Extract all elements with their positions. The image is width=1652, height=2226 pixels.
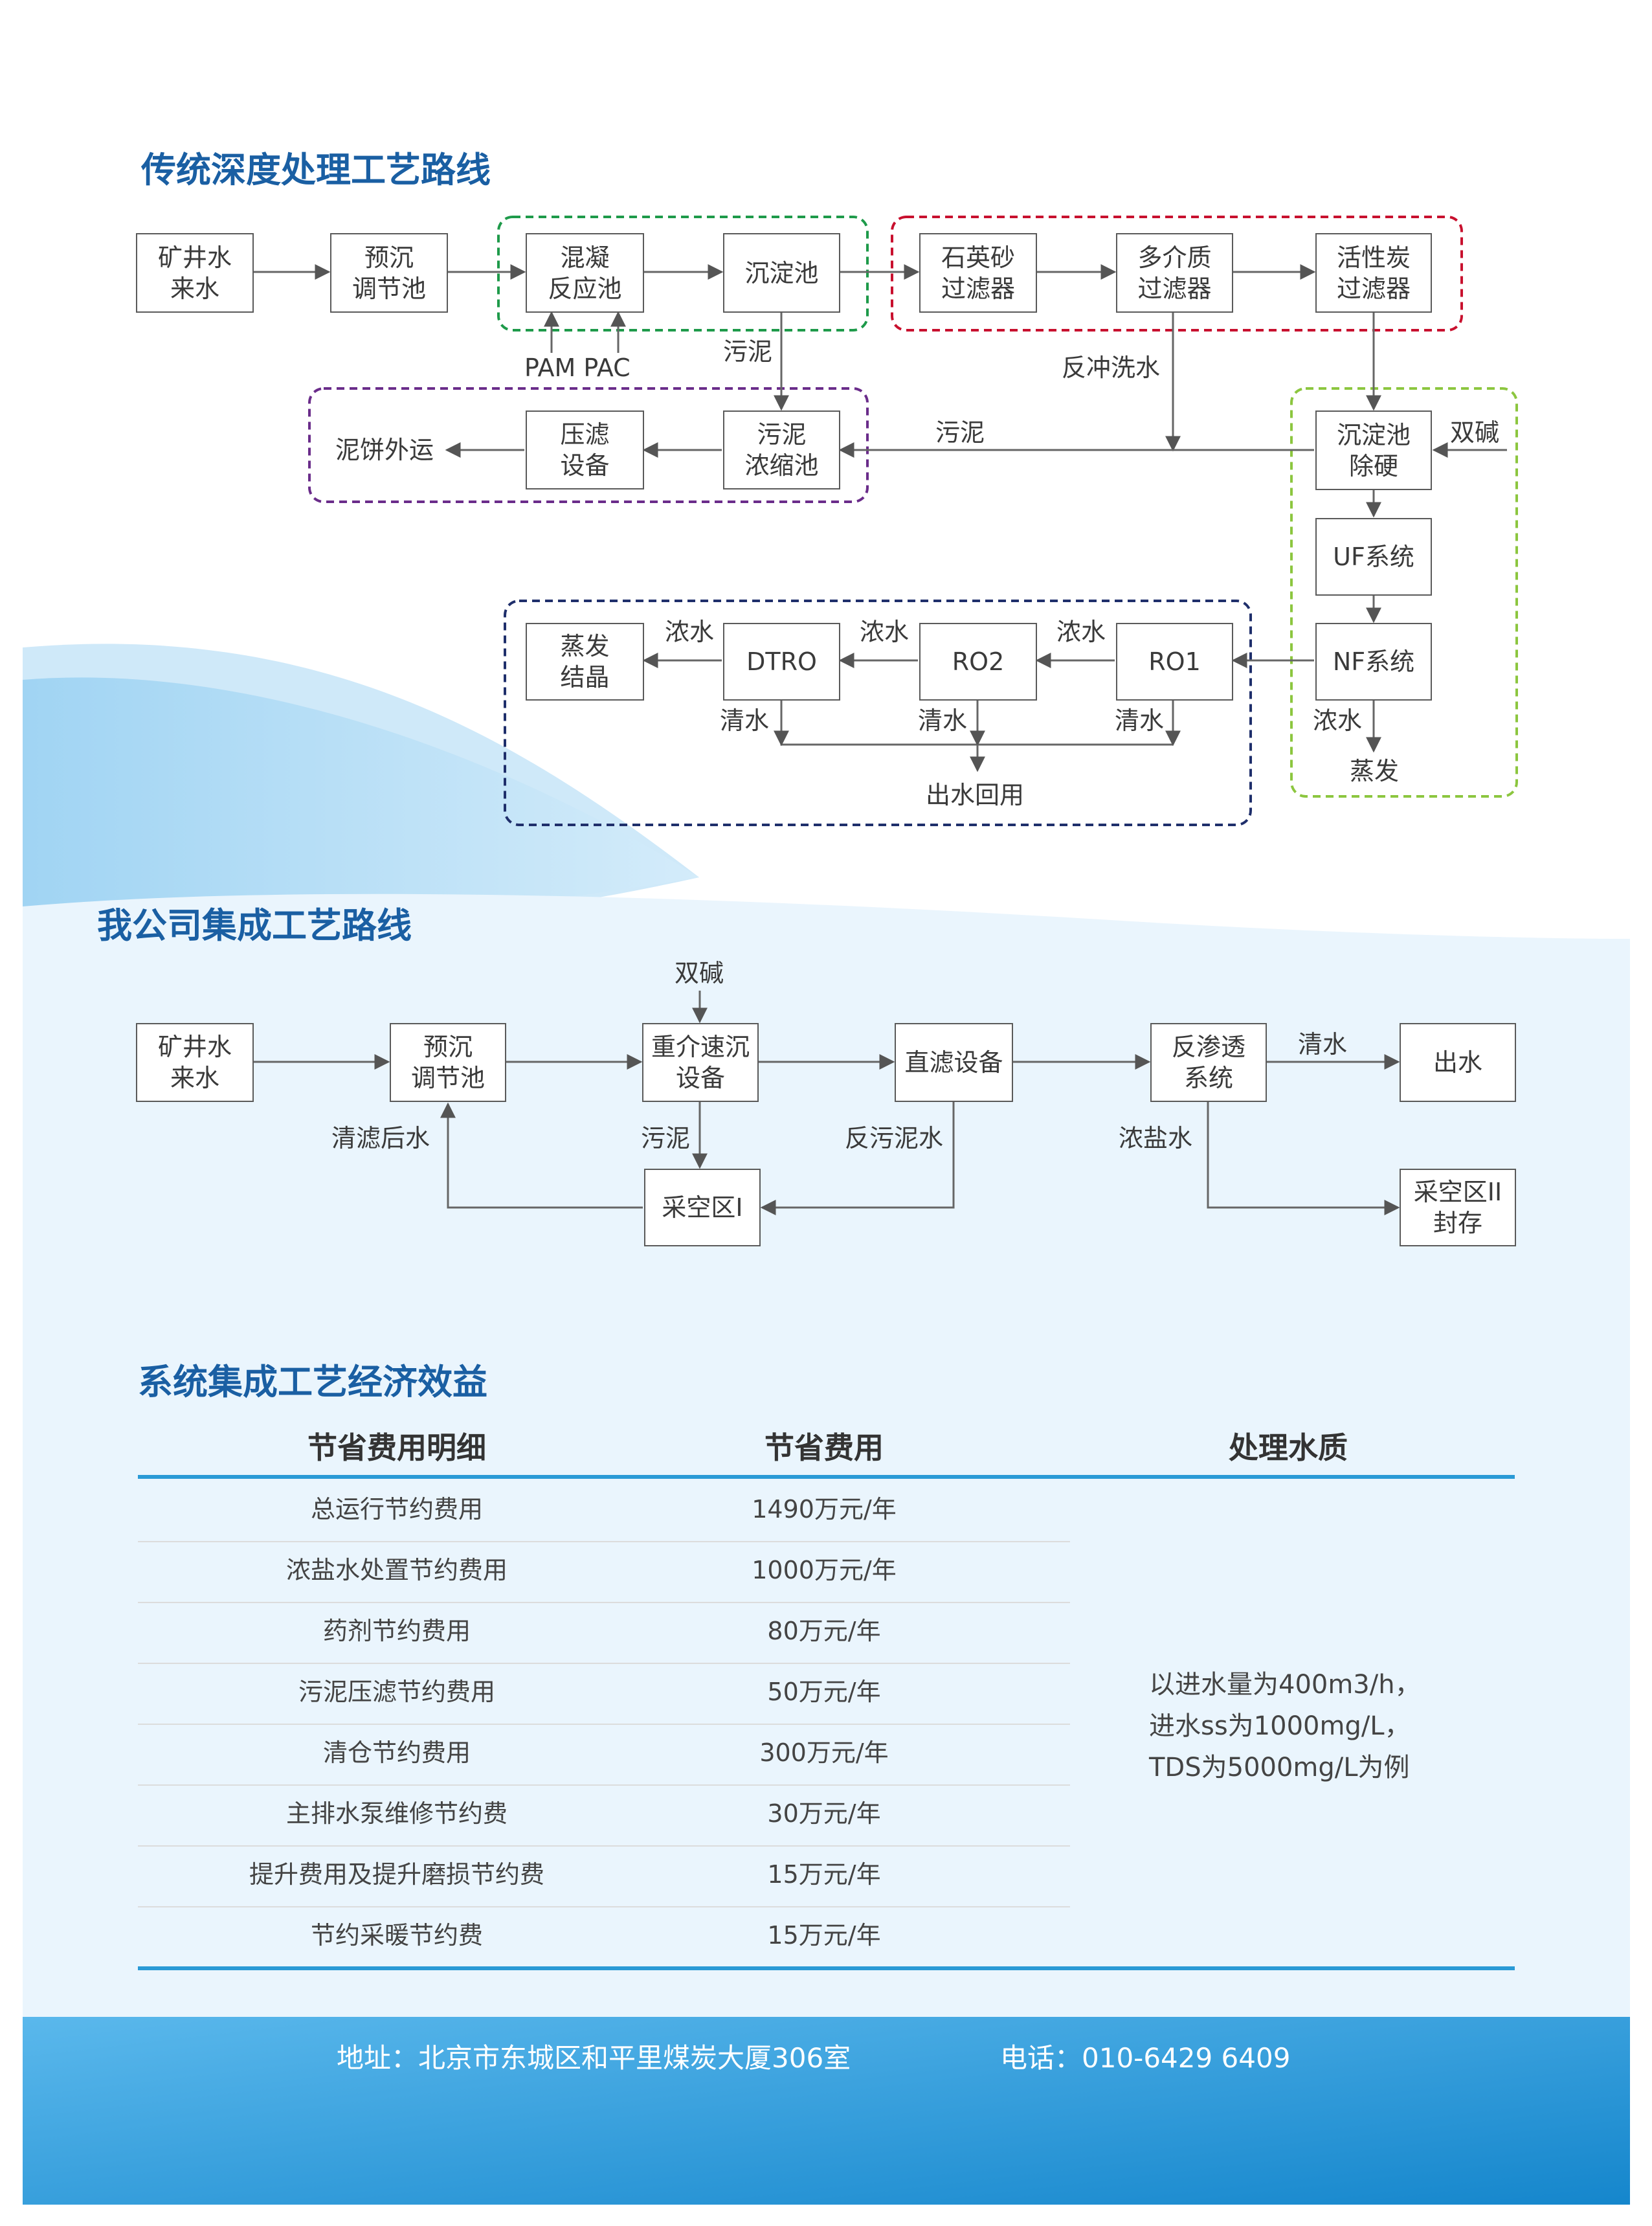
backwash-label: 反冲洗水 bbox=[1062, 354, 1161, 382]
concentrate-label-1: 浓水 bbox=[665, 618, 715, 646]
settling-tank-box: 沉淀池 bbox=[723, 233, 840, 313]
ro1-box: RO1 bbox=[1116, 623, 1233, 701]
reverse-osmosis-box: 反渗透 系统 bbox=[1150, 1023, 1267, 1102]
filtrate-label: 清滤后水 bbox=[331, 1124, 430, 1152]
outlet-water-box: 出水 bbox=[1400, 1023, 1516, 1102]
col-header-detail: 节省费用明细 bbox=[307, 1430, 486, 1465]
heavy-media-settler-box: 重介速沉 设备 bbox=[642, 1023, 759, 1102]
filtration-group-outline bbox=[891, 216, 1463, 332]
filter-press-box: 压滤 设备 bbox=[526, 410, 644, 489]
row-savings-cell: 80万元/年 bbox=[767, 1617, 881, 1645]
integrated-process-title: 我公司集成工艺路线 bbox=[97, 905, 412, 946]
row-divider bbox=[138, 1602, 1070, 1603]
row-divider bbox=[138, 1724, 1070, 1725]
evaporation-label: 蒸发 bbox=[1350, 757, 1400, 785]
col-header-savings: 节省费用 bbox=[765, 1430, 884, 1465]
concentrate-label-nf: 浓水 bbox=[1313, 706, 1363, 735]
evaporation-crystallization-box: 蒸发 结晶 bbox=[526, 623, 644, 701]
int-sludge-label: 污泥 bbox=[641, 1124, 691, 1152]
row-divider bbox=[138, 1906, 1070, 1907]
coagulation-box: 混凝 反应池 bbox=[526, 233, 644, 313]
int-pre-settle-box: 预沉 调节池 bbox=[390, 1023, 506, 1102]
softening-settle-box: 沉淀池 除硬 bbox=[1315, 410, 1432, 490]
row-detail-cell: 药剂节约费用 bbox=[322, 1617, 471, 1645]
uf-system-box: UF系统 bbox=[1315, 518, 1432, 596]
direct-filter-box: 直滤设备 bbox=[895, 1023, 1013, 1102]
water-quality-note: 以进水量为400m3/h， 进水ss为1000mg/L， TDS为5000mg/… bbox=[1149, 1670, 1421, 1782]
row-divider bbox=[138, 1663, 1070, 1664]
row-divider bbox=[138, 1784, 1070, 1786]
int-clear-water-label: 清水 bbox=[1298, 1030, 1348, 1059]
row-detail-cell: 提升费用及提升磨损节约费 bbox=[249, 1860, 544, 1889]
row-detail-cell: 节约采暖节约费 bbox=[310, 1921, 483, 1950]
clear-water-label-2: 清水 bbox=[918, 706, 968, 735]
concentrate-label-2: 浓水 bbox=[860, 618, 910, 646]
dual-alkali-label: 双碱 bbox=[1450, 418, 1500, 447]
multimedia-filter-box: 多介质 过滤器 bbox=[1116, 233, 1233, 313]
quartz-filter-box: 石英砂 过滤器 bbox=[919, 233, 1037, 313]
mine-water-box: 矿井水 来水 bbox=[136, 233, 254, 313]
row-divider bbox=[138, 1541, 1070, 1542]
backwash-sludge-label: 反污泥水 bbox=[845, 1124, 944, 1152]
reuse-water-label: 出水回用 bbox=[926, 781, 1025, 809]
economic-benefit-title: 系统集成工艺经济效益 bbox=[138, 1362, 487, 1402]
goaf-2-box: 采空区II 封存 bbox=[1400, 1169, 1516, 1246]
sludge-label-2: 污泥 bbox=[935, 418, 985, 447]
clear-water-label-1: 清水 bbox=[720, 706, 770, 735]
nf-system-box: NF系统 bbox=[1315, 623, 1432, 701]
row-savings-cell: 1000万元/年 bbox=[752, 1556, 897, 1584]
row-detail-cell: 污泥压滤节约费用 bbox=[298, 1678, 495, 1706]
pam-pac-label: PAM PAC bbox=[524, 354, 631, 382]
int-mine-water-box: 矿井水 来水 bbox=[136, 1023, 254, 1102]
cake-out-label: 泥饼外运 bbox=[335, 436, 434, 464]
row-savings-cell: 15万元/年 bbox=[767, 1860, 881, 1889]
footer-phone: 电话：010-6429 6409 bbox=[1000, 2042, 1291, 2074]
row-divider bbox=[138, 1845, 1070, 1847]
clear-water-label-3: 清水 bbox=[1115, 706, 1165, 735]
carbon-filter-box: 活性炭 过滤器 bbox=[1315, 233, 1432, 313]
sludge-group-outline bbox=[308, 387, 869, 503]
row-detail-cell: 总运行节约费用 bbox=[310, 1495, 483, 1523]
concentrate-label-3: 浓水 bbox=[1056, 618, 1106, 646]
sludge-label-1: 污泥 bbox=[723, 337, 773, 366]
dtro-box: DTRO bbox=[723, 623, 840, 701]
coagulation-group-outline bbox=[497, 216, 869, 332]
traditional-process-title: 传统深度处理工艺路线 bbox=[141, 150, 491, 190]
softening-group-outline bbox=[1290, 387, 1518, 798]
row-detail-cell: 主排水泵维修节约费 bbox=[285, 1799, 508, 1828]
footer-address: 地址：北京市东城区和平里煤炭大厦306室 bbox=[337, 2042, 851, 2074]
row-savings-cell: 50万元/年 bbox=[767, 1678, 881, 1706]
ro2-box: RO2 bbox=[919, 623, 1037, 701]
row-savings-cell: 30万元/年 bbox=[767, 1799, 881, 1828]
row-detail-cell: 浓盐水处置节约费用 bbox=[285, 1556, 508, 1584]
col-header-water-quality: 处理水质 bbox=[1229, 1430, 1348, 1465]
row-savings-cell: 15万元/年 bbox=[767, 1921, 881, 1950]
row-detail-cell: 清仓节约费用 bbox=[322, 1738, 471, 1767]
row-savings-cell: 1490万元/年 bbox=[752, 1495, 897, 1523]
brine-label: 浓盐水 bbox=[1119, 1124, 1193, 1152]
row-savings-cell: 300万元/年 bbox=[759, 1738, 889, 1767]
goaf-1-box: 采空区I bbox=[644, 1169, 761, 1246]
int-dual-alkali-label: 双碱 bbox=[675, 959, 724, 987]
sludge-thickener-box: 污泥 浓缩池 bbox=[723, 410, 840, 489]
pre-settle-box: 预沉 调节池 bbox=[330, 233, 448, 313]
